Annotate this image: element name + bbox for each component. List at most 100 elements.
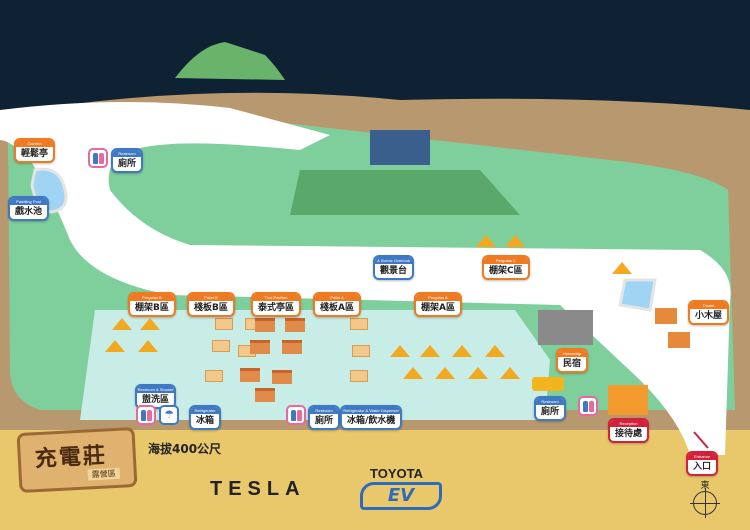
label-zh: 廁所 <box>541 407 560 417</box>
label-zh: 廁所 <box>118 159 137 169</box>
label-restroom-e[interactable]: Restroom 廁所 <box>534 396 567 421</box>
tent-icon <box>403 367 423 379</box>
pavilion-icon <box>250 340 270 354</box>
label-zh: 戲水池 <box>15 207 43 217</box>
entrance-arrow <box>693 431 709 449</box>
label-paddling-pool[interactable]: Paddling Pool 戲水池 <box>8 196 50 221</box>
pallet-icon <box>352 345 370 357</box>
tent-icon <box>505 235 525 247</box>
label-zh: 棚架C區 <box>489 266 523 276</box>
label-gazebo[interactable]: Gazebo 輕鬆亭 <box>14 138 56 163</box>
pavilion-icon <box>255 388 275 402</box>
tent-icon <box>105 340 125 352</box>
shower-icon: ☂ <box>159 405 179 425</box>
restroom-icon <box>88 148 108 168</box>
campsite-logo-sign: 充電莊 露營區 <box>16 426 138 494</box>
toyota-logo: TOYOTA <box>370 466 423 481</box>
label-en: Pergolas B <box>130 294 174 301</box>
tent-icon <box>112 318 132 330</box>
label-en: Chalet <box>690 302 728 309</box>
logo-title: 充電莊 <box>34 443 108 473</box>
tent-icon <box>468 367 488 379</box>
compass: 東 <box>690 478 720 518</box>
pallet-icon <box>212 340 230 352</box>
road <box>0 101 731 455</box>
pavilion-icon <box>240 368 260 382</box>
label-entrance[interactable]: Entrance 入口 <box>686 451 719 476</box>
logo-subtitle: 露營區 <box>87 467 121 481</box>
restroom-icon <box>578 396 598 416</box>
label-zh: 棧板A區 <box>320 303 354 313</box>
label-en: Restroom & Shower <box>137 386 175 393</box>
label-zh: 小木屋 <box>695 311 723 321</box>
label-zh: 冰箱/飲水機 <box>347 416 396 426</box>
label-fridge-water[interactable]: Refrigerator & Water Dispenser 冰箱/飲水機 <box>340 405 403 430</box>
altitude-text: 海拔400公尺 <box>148 442 222 456</box>
restroom-icon <box>286 405 306 425</box>
label-en: Pallet A <box>315 294 359 301</box>
pallet-icon <box>215 318 233 330</box>
label-restroom-nw[interactable]: Restroom 廁所 <box>111 148 144 173</box>
label-en: Thai Pavilion <box>253 294 300 301</box>
label-scenic-overlook[interactable]: A Scenic Overlook 觀景台 <box>373 255 415 280</box>
pavilion-icon <box>255 318 275 332</box>
pavilion-icon <box>282 340 302 354</box>
tent-icon <box>476 235 496 247</box>
farm-fields <box>290 170 520 215</box>
pool-east <box>618 278 657 312</box>
label-en: Gazebo <box>16 140 54 147</box>
label-zh: 棚架B區 <box>135 303 169 313</box>
tent-icon <box>138 340 158 352</box>
compass-label: 東 <box>700 481 710 491</box>
ev-logo: EV <box>360 482 442 510</box>
label-zh: 棧板B區 <box>194 303 228 313</box>
label-en: A Scenic Overlook <box>375 257 413 264</box>
label-en: Entrance <box>688 453 717 460</box>
label-refrigerator[interactable]: Refrigerator 冰箱 <box>189 405 222 430</box>
reception-building <box>608 385 648 415</box>
homestay-building <box>538 310 593 345</box>
label-en: Restroom <box>536 398 565 405</box>
label-zh: 民宿 <box>563 359 582 369</box>
restroom-icon <box>136 405 156 425</box>
label-en: Refrigerator <box>191 407 220 414</box>
tent-icon <box>485 345 505 357</box>
label-restroom-mid[interactable]: Restroom 廁所 <box>308 405 341 430</box>
tent-icon <box>435 367 455 379</box>
label-en: Refrigerator & Water Dispenser <box>342 407 401 414</box>
camp-area <box>80 310 550 420</box>
pavilion-icon <box>285 318 305 332</box>
label-zh: 輕鬆亭 <box>21 149 49 159</box>
label-zh: 冰箱 <box>196 416 215 426</box>
label-en: Pergolas A <box>416 294 460 301</box>
label-pallet-a[interactable]: Pallet A 棧板A區 <box>313 292 361 317</box>
label-en: Reception <box>610 420 648 427</box>
tent-icon <box>612 262 632 274</box>
pallet-icon <box>350 370 368 382</box>
tent-icon <box>390 345 410 357</box>
label-en: Restroom <box>310 407 339 414</box>
label-zh: 盥洗區 <box>142 395 170 405</box>
pallet-icon <box>350 318 368 330</box>
label-en: Paddling Pool <box>10 198 48 205</box>
pallet-icon <box>205 370 223 382</box>
tent-icon <box>420 345 440 357</box>
label-zh: 廁所 <box>315 416 334 426</box>
island <box>175 42 285 80</box>
label-homestay[interactable]: Homestay 民宿 <box>556 348 589 373</box>
label-zh: 入口 <box>693 462 712 472</box>
label-chalet[interactable]: Chalet 小木屋 <box>688 300 730 325</box>
pavilion-icon <box>272 370 292 384</box>
tesla-logo: TESLA <box>210 478 306 500</box>
label-en: Homestay <box>558 350 587 357</box>
label-en: Restroom <box>113 150 142 157</box>
city-skyline <box>370 130 430 165</box>
label-zh: 觀景台 <box>380 266 408 276</box>
label-pergolas-b[interactable]: Pergolas B 棚架B區 <box>128 292 176 317</box>
chalet-2 <box>668 332 690 348</box>
